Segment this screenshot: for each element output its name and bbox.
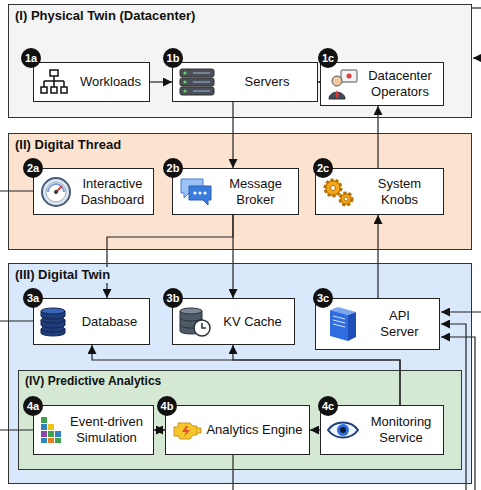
component-box: Event-driven Simulation [33, 405, 154, 455]
component-label: System Knobs [360, 176, 439, 207]
external-wire [0, 320, 33, 321]
component-box: Analytics Engine [165, 405, 310, 455]
layer-title: (I) Physical Twin (Datacenter) [13, 8, 197, 24]
eye-icon [327, 419, 359, 441]
callout-number: 2a [23, 158, 43, 178]
flow-connector [233, 345, 400, 405]
cache-icon [179, 307, 211, 337]
callout-number: 4c [318, 396, 338, 416]
callout-number: 3a [23, 288, 43, 308]
callout-number: 4b [157, 396, 177, 416]
component-box: Servers [172, 62, 318, 102]
external-wire [441, 311, 481, 312]
external-wire [232, 455, 233, 490]
flow-connector [232, 102, 233, 168]
layer-fills [8, 4, 472, 484]
layer-panel: Workloads Servers Datacenter Operators (I… [8, 4, 472, 118]
callout-number: 1b [163, 48, 183, 68]
callout-number: 2b [163, 158, 183, 178]
external-wire [0, 190, 33, 191]
external-wire [472, 7, 481, 8]
component-label: Datacenter Operators [361, 68, 439, 99]
layer-title: (III) Digital Twin [13, 267, 112, 283]
layer-panel: Database KV Cache API Server Event-drive… [8, 263, 472, 484]
external-wire [473, 57, 481, 58]
band-fill [8, 4, 472, 118]
flow-connector [150, 81, 172, 82]
flow-connector [377, 215, 378, 298]
layer-title: (II) Digital Thread [13, 137, 123, 153]
layer-panel: Event-driven Simulation Analytics Engine… [18, 370, 462, 470]
api-server-icon [322, 306, 358, 342]
component-label: Database [82, 314, 138, 330]
external-wire [441, 337, 475, 490]
component-box: Interactive Dashboard [33, 168, 154, 215]
component-box: Message Broker [172, 168, 299, 215]
layer-panel: Interactive Dashboard Message Broker Sys… [8, 133, 472, 250]
external-wires [0, 8, 481, 490]
simulation-icon [40, 416, 62, 444]
component-box: Database [33, 298, 150, 345]
broker-icon [179, 177, 213, 207]
external-wire [0, 429, 33, 430]
component-label: API Server [375, 308, 425, 339]
component-label: Event-driven Simulation [64, 414, 149, 445]
component-box: Workloads [33, 62, 150, 102]
component-label: Workloads [80, 74, 141, 90]
component-box: API Server [315, 298, 440, 350]
layer-title: (IV) Predictive Analytics [23, 374, 163, 388]
callout-number: 3c [313, 288, 333, 308]
flow-connector [154, 429, 165, 430]
component-label: Monitoring Service [363, 414, 439, 445]
database-icon [40, 307, 66, 337]
component-label: Servers [245, 74, 290, 90]
dashboard-icon [40, 176, 72, 208]
gears-icon [322, 176, 356, 208]
band-fill [8, 133, 472, 250]
component-box: KV Cache [172, 298, 295, 345]
callout-number: 2c [313, 158, 333, 178]
engine-icon [172, 418, 202, 442]
band-fill [8, 263, 472, 484]
component-label: Analytics Engine [206, 422, 302, 438]
component-label: Interactive Dashboard [76, 176, 149, 207]
component-label: Message Broker [217, 176, 294, 207]
component-box: System Knobs [315, 168, 444, 215]
callout-number: 1c [318, 48, 338, 68]
operator-icon [327, 68, 359, 100]
component-box: Monitoring Service [320, 405, 444, 455]
callout-number: 1a [21, 48, 41, 68]
component-label: KV Cache [223, 314, 282, 330]
flow-connector [107, 215, 233, 298]
component-box: Datacenter Operators [320, 62, 444, 106]
callout-number: 4a [23, 396, 43, 416]
server-icon [179, 68, 215, 96]
callout-number: 3b [163, 288, 183, 308]
band-fill [18, 370, 462, 470]
flow-connector [232, 215, 233, 298]
workload-icon [40, 69, 68, 95]
flow-connector [310, 429, 320, 430]
external-wire [441, 324, 466, 490]
flow-connector [377, 106, 378, 168]
